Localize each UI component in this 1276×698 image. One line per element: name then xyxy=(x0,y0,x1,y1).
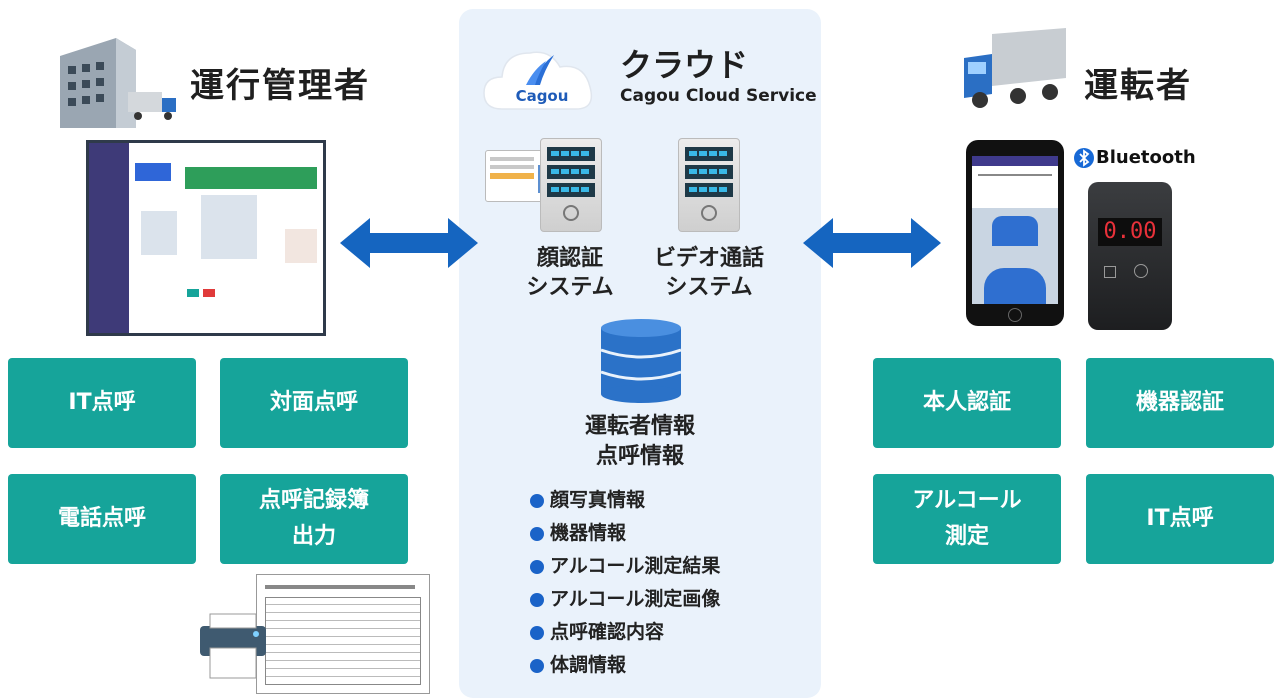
bidirectional-arrow-icon xyxy=(340,218,478,268)
info-list: 顔写真情報 機器情報 アルコール測定結果 アルコール測定画像 点呼確認内容 体調… xyxy=(530,484,720,682)
smartphone-icon xyxy=(966,140,1064,326)
printer-icon xyxy=(196,612,274,680)
truck-icon xyxy=(958,28,1070,112)
face-recognition-system-label: 顔認証 システム xyxy=(526,246,614,300)
list-item: 機器情報 xyxy=(530,517,720,550)
it-call-button[interactable]: IT点呼 xyxy=(8,358,196,448)
driver-title: 運転者 xyxy=(1084,66,1192,106)
operations-manager-title: 運行管理者 xyxy=(190,66,370,106)
call-record-output-button[interactable]: 点呼記録簿 出力 xyxy=(220,474,408,564)
database-icon xyxy=(598,318,684,404)
device-auth-button[interactable]: 機器認証 xyxy=(1086,358,1274,448)
list-item: 体調情報 xyxy=(530,649,720,682)
list-item: 点呼確認内容 xyxy=(530,616,720,649)
list-item: アルコール測定画像 xyxy=(530,583,720,616)
cloud-icon: Cagou xyxy=(480,35,600,115)
identity-auth-button[interactable]: 本人認証 xyxy=(873,358,1061,448)
cloud-subtitle: Cagou Cloud Service xyxy=(620,86,817,106)
driver-info-title: 運転者情報 点呼情報 xyxy=(584,414,695,469)
bluetooth-label: Bluetooth xyxy=(1096,147,1196,168)
cloud-logo-text: Cagou xyxy=(515,87,569,105)
breathalyzer-device-icon: 0.00 xyxy=(1088,182,1172,330)
truck-icon xyxy=(128,88,178,122)
record-document-icon xyxy=(256,574,430,694)
cloud-title: クラウド xyxy=(620,46,749,84)
bidirectional-arrow-icon xyxy=(803,218,941,268)
alcohol-measurement-button[interactable]: アルコール 測定 xyxy=(873,474,1061,564)
device-reading: 0.00 xyxy=(1098,218,1162,246)
it-call-driver-button[interactable]: IT点呼 xyxy=(1086,474,1274,564)
video-call-system-label: ビデオ通話 システム xyxy=(653,246,764,300)
server-icon xyxy=(678,138,740,232)
phone-call-button[interactable]: 電話点呼 xyxy=(8,474,196,564)
admin-screen-mockup xyxy=(86,140,326,336)
server-icon xyxy=(540,138,602,232)
list-item: 顔写真情報 xyxy=(530,484,720,517)
bluetooth-icon xyxy=(1074,148,1094,168)
face-to-face-call-button[interactable]: 対面点呼 xyxy=(220,358,408,448)
list-item: アルコール測定結果 xyxy=(530,550,720,583)
